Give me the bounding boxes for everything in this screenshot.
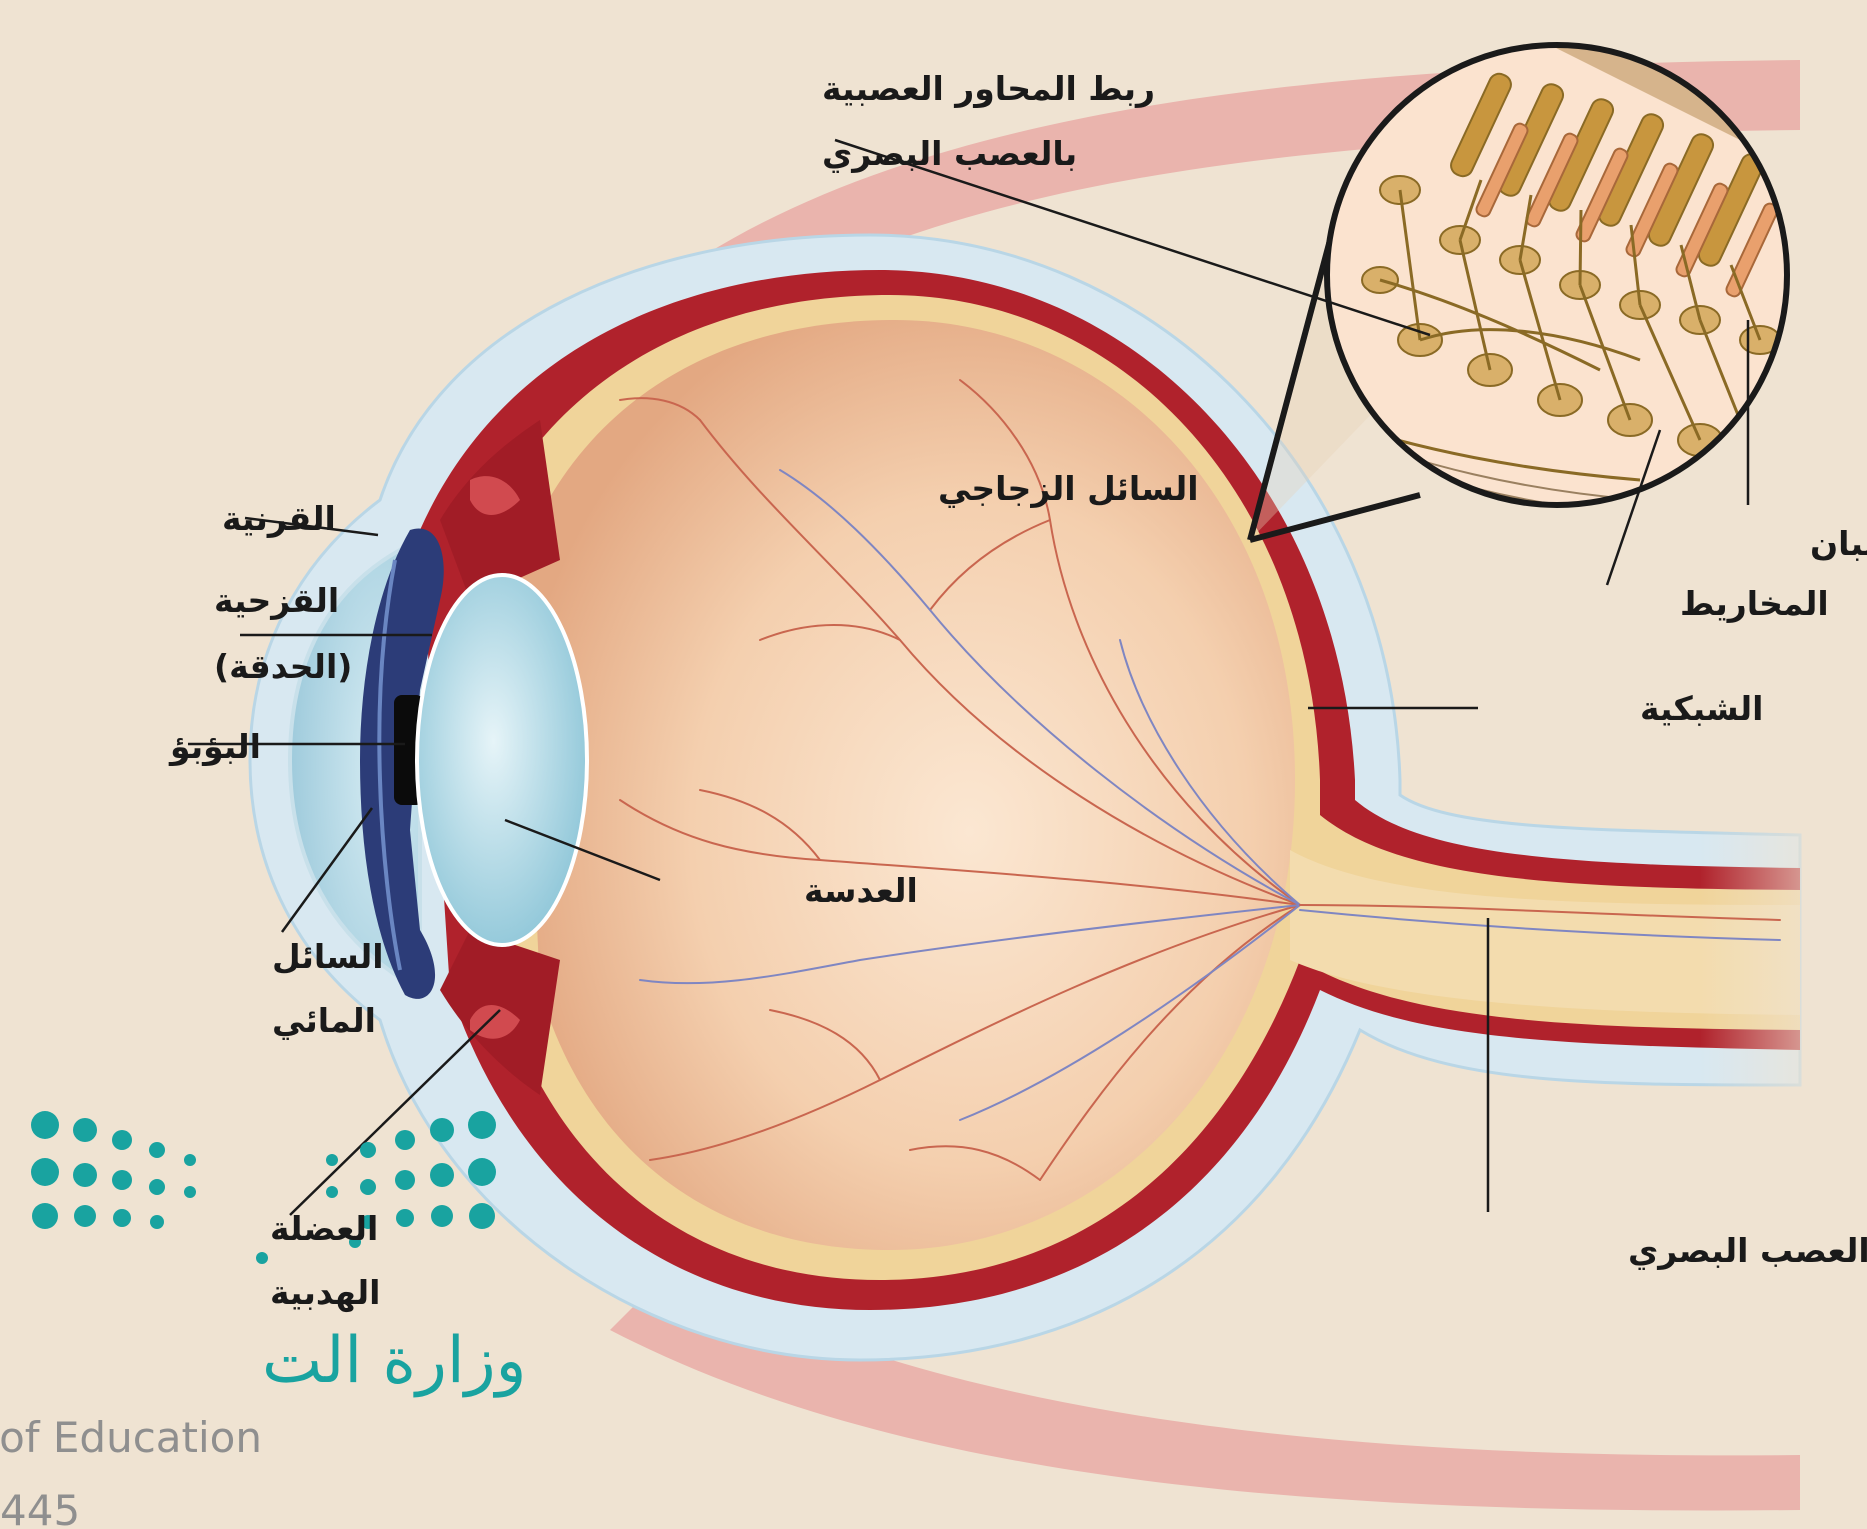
label-optic-nerve: العصب البصري: [1628, 1231, 1867, 1271]
label-aqueous-humor-line1: السائل: [272, 937, 384, 976]
label-ciliary-muscle-line2: الهدبية: [270, 1273, 380, 1313]
watermark-arabic: وزارة الت: [262, 1324, 527, 1398]
label-aqueous-humor-line2: المائي: [272, 1001, 376, 1040]
label-axon-link-line2: بالعصب البصري: [822, 134, 1077, 174]
label-axon-link-line1: ربط المحاور العصبية: [822, 69, 1155, 109]
label-iris-line2: (الحدقة): [214, 647, 352, 686]
ministry-logo-dots: [31, 1111, 496, 1264]
vitreous-body: [520, 320, 1295, 1250]
label-pupil: البؤبؤ: [168, 727, 261, 767]
ministry-watermark: وزارة الت of Education 445: [0, 1324, 527, 1529]
label-cornea: القرنية: [222, 499, 336, 539]
label-cones: المخاريط: [1680, 584, 1829, 623]
watermark-number: 445: [0, 1486, 80, 1529]
watermark-english: of Education: [0, 1413, 262, 1462]
label-retina: الشبكية: [1640, 689, 1763, 728]
label-ciliary-muscle-line1: العضلة: [270, 1209, 378, 1248]
label-iris-line1: القزحية: [214, 581, 339, 621]
label-lens: العدسة: [804, 871, 918, 910]
lens: [417, 575, 587, 945]
label-vitreous-humor: السائل الزجاجي: [938, 469, 1199, 509]
label-rods: القضبان: [1810, 524, 1867, 563]
